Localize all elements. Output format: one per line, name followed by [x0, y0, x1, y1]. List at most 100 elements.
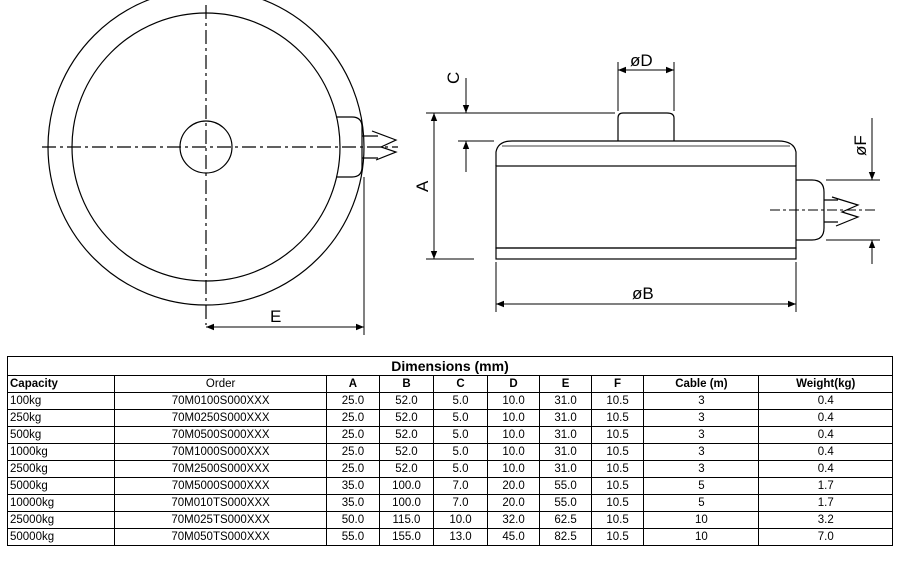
side-view [426, 62, 880, 312]
cable-gland-top [336, 116, 363, 178]
table-cell: 70M0250S000XXX [114, 409, 328, 427]
table-cell: 7.0 [758, 528, 893, 546]
top-view [42, 0, 398, 335]
table-cell: 35.0 [326, 494, 380, 512]
table-cell: 25.0 [326, 392, 380, 410]
table-cell: 10.5 [590, 426, 645, 444]
table-cell: 1.7 [758, 477, 893, 495]
table-cell: 55.0 [539, 494, 592, 512]
table-cell: 52.0 [378, 426, 435, 444]
table-header-cell: C [433, 375, 488, 393]
table-cell: 10 [643, 528, 760, 546]
table-cell: 100kg [6, 392, 116, 410]
technical-drawing: E A C øD øB øF [42, 0, 880, 335]
table-cell: 10 [643, 511, 760, 529]
table-cell: 13.0 [433, 528, 488, 546]
table-cell: 3 [643, 460, 760, 478]
table-cell: 52.0 [378, 392, 435, 410]
table-cell: 70M0100S000XXX [114, 392, 328, 410]
table-cell: 0.4 [758, 460, 893, 478]
table-cell: 0.4 [758, 392, 893, 410]
table-cell: 10.5 [590, 392, 645, 410]
table-cell: 10.0 [486, 409, 541, 427]
table-cell: 0.4 [758, 409, 893, 427]
table-cell: 25000kg [6, 511, 116, 529]
dim-label-d: øD [630, 51, 653, 70]
table-cell: 100.0 [378, 494, 435, 512]
table-header-cell: D [486, 375, 541, 393]
table-cell: 10.5 [590, 528, 645, 546]
table-header-cell: F [590, 375, 645, 393]
table-cell: 50000kg [6, 528, 116, 546]
table-cell: 1.7 [758, 494, 893, 512]
table-cell: 0.4 [758, 443, 893, 461]
table-cell: 45.0 [486, 528, 541, 546]
table-cell: 55.0 [326, 528, 380, 546]
table-cell: 3 [643, 409, 760, 427]
body-top-edge [495, 140, 797, 166]
table-cell: 10.5 [590, 443, 645, 461]
table-cell: 82.5 [539, 528, 592, 546]
table-cell: 10.5 [590, 460, 645, 478]
table-cell: 5.0 [433, 443, 488, 461]
table-cell: 25.0 [326, 443, 380, 461]
table-cell: 52.0 [378, 460, 435, 478]
table-cell: 5 [643, 494, 760, 512]
table-cell: 10.5 [590, 409, 645, 427]
table-cell: 20.0 [486, 477, 541, 495]
table-cell: 2500kg [6, 460, 116, 478]
table-cell: 20.0 [486, 494, 541, 512]
table-cell: 250kg [6, 409, 116, 427]
table-header-cell: Capacity [6, 375, 116, 393]
table-header-cell: B [378, 375, 435, 393]
table-header-cell: E [539, 375, 592, 393]
table-cell: 5.0 [433, 426, 488, 444]
table-cell: 155.0 [378, 528, 435, 546]
table-header-cell: A [326, 375, 380, 393]
dim-label-e: E [270, 307, 281, 326]
table-cell: 31.0 [539, 392, 592, 410]
table-cell: 62.5 [539, 511, 592, 529]
table-cell: 3 [643, 392, 760, 410]
table-cell: 70M025TS000XXX [114, 511, 328, 529]
table-cell: 3 [643, 426, 760, 444]
table-cell: 10.5 [590, 477, 645, 495]
table-cell: 10.5 [590, 494, 645, 512]
table-cell: 70M050TS000XXX [114, 528, 328, 546]
table-cell: 10.0 [486, 392, 541, 410]
table-cell: 50.0 [326, 511, 380, 529]
table-cell: 31.0 [539, 409, 592, 427]
table-cell: 500kg [6, 426, 116, 444]
cable-wire-top-icon [362, 130, 398, 161]
table-cell: 10.0 [486, 460, 541, 478]
cable-wire-side-icon [824, 196, 860, 227]
table-cell: 100.0 [378, 477, 435, 495]
table-cell: 10.5 [590, 511, 645, 529]
dim-label-f: øF [851, 135, 870, 156]
table-cell: 70M010TS000XXX [114, 494, 328, 512]
table-cell: 10.0 [433, 511, 488, 529]
table-cell: 7.0 [433, 494, 488, 512]
table-header-cell: Cable (m) [643, 375, 760, 393]
table-cell: 31.0 [539, 460, 592, 478]
table-cell: 5 [643, 477, 760, 495]
table-cell: 31.0 [539, 443, 592, 461]
table-cell: 31.0 [539, 426, 592, 444]
dim-label-c: C [444, 72, 463, 84]
table-cell: 70M5000S000XXX [114, 477, 328, 495]
table-cell: 70M2500S000XXX [114, 460, 328, 478]
table-cell: 7.0 [433, 477, 488, 495]
table-cell: 25.0 [326, 460, 380, 478]
table-cell: 52.0 [378, 409, 435, 427]
table-cell: 10000kg [6, 494, 116, 512]
table-cell: 5.0 [433, 409, 488, 427]
